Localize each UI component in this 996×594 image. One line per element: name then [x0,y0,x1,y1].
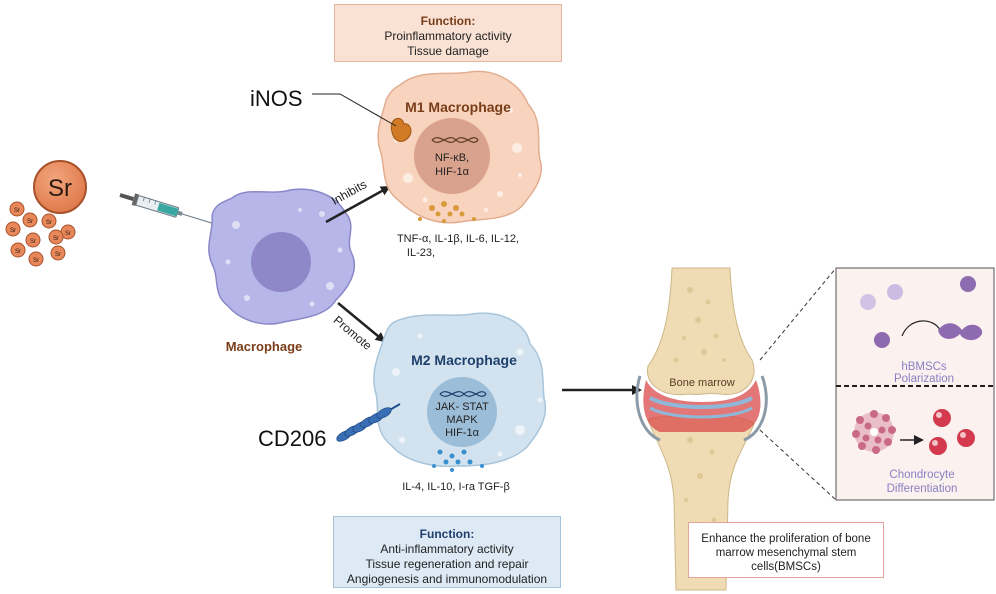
syringe-icon [119,193,214,225]
chondrocyte-cells-icon [929,409,975,455]
m1-nucleus [414,118,490,194]
hbmsc-cells-icon [860,276,983,348]
sr-small-label: Sr [46,220,52,226]
sr-small-label: Sr [27,219,33,225]
m2-function-line: Tissue regeneration and repair [365,557,529,571]
sr-large-label: Sr [48,175,72,202]
promote-label: Promote [331,313,375,353]
sr-small-label: Sr [14,208,20,214]
sr-large-ion [33,160,87,214]
dna-icon [431,137,479,143]
promote-arrow [337,302,386,343]
sr-small-label: Sr [30,239,36,245]
sr-small-ion [28,251,44,267]
m2-nucleus-line2: MAPK [446,414,478,426]
m1-function-box: Function: Proinflammatory activity Tissu… [334,4,562,62]
macrophage-cell [208,188,356,325]
m2-title: M2 Macrophage [411,352,517,368]
sr-small-ion [41,213,57,229]
sr-small-ion [22,212,38,228]
m2-nucleus [427,377,497,447]
inos-granule-icon [390,117,412,142]
sr-small-label: Sr [15,249,21,255]
sr-small-label: Sr [55,252,61,258]
inos-leader-line [312,93,397,127]
bmsc-caption-line: Enhance the proliferation of bone [701,533,871,545]
m1-nucleus-line2: HIF-1α [435,166,470,178]
hbmsc-label-line2: Polarization [894,373,954,385]
chondrocyte-cluster-icon [852,410,896,454]
m1-function-title: Function: [420,14,476,28]
sr-small-label: Sr [10,228,16,234]
sr-small-ion [50,245,66,261]
strontium-group: Sr Sr Sr Sr Sr Sr Sr Sr Sr Sr Sr [5,160,87,267]
bmsc-caption-box: Enhance the proliferation of bone marrow… [688,522,884,578]
chondrocyte-label-line1: Chondrocyte [889,469,954,481]
m1-secreted-cytokines [418,201,476,223]
hbmsc-label-line1: hBMSCs [901,361,947,373]
m2-function-box: Function: Anti-inflammatory activity Tis… [333,516,561,588]
m1-nucleus-line1: NF-κB, [435,152,469,164]
m2-function-title: Function: [419,527,475,541]
sr-small-label: Sr [33,258,39,264]
sr-small-ion [10,242,26,258]
sr-small-label: Sr [65,231,71,237]
sr-small-label: Sr [53,236,59,242]
zoom-line-top [759,267,837,361]
m2-nucleus-line1: JAK- STAT [435,401,489,413]
macrophage-nucleus [251,232,311,292]
sr-small-ion [5,221,21,237]
m2-cytokines: IL-4, IL-10, I-ra TGF-β [402,481,510,493]
knee-joint-illustration [635,267,768,591]
chondrocyte-label-line2: Differentiation [887,483,958,495]
inhibits-arrow [325,185,391,224]
bone-marrow-label: Bone marrow [669,377,734,389]
m1-macrophage-cell [377,70,543,224]
m2-secreted-cytokines [432,449,484,472]
m1-cytokines-line1: TNF-α, IL-1β, IL-6, IL-12, [397,233,519,245]
inhibits-label: Inhibits [329,177,369,208]
m2-macrophage-cell [373,312,547,472]
cd206-receptor-icon [336,403,401,442]
sr-small-ion [48,229,64,245]
inos-label: iNOS [250,86,303,111]
macrophage-label: Macrophage [226,339,303,354]
m2-nucleus-line3: HIF-1α [445,427,480,439]
m1-function-line: Tissue damage [407,44,489,58]
m1-title: M1 Macrophage [405,99,511,115]
m2-function-line: Anti-inflammatory activity [380,542,514,556]
m1-cytokines-line2: IL-23, [407,247,435,259]
bmsc-caption-line: cells(BMSCs) [751,561,821,573]
detail-panel: hBMSCs Polarization Chondrocyte Differen… [835,267,995,501]
dna-icon [439,391,487,397]
m1-function-line: Proinflammatory activity [384,29,512,43]
sr-small-ion [25,232,41,248]
bmsc-caption-line: marrow mesenchymal stem [715,547,857,559]
sr-small-ion [9,201,25,217]
cd206-label: CD206 [258,426,326,451]
sr-small-ions: Sr Sr Sr Sr Sr Sr Sr Sr Sr Sr [5,201,76,267]
zoom-line-bottom [759,429,837,501]
m2-function-line: Angiogenesis and immunomodulation [346,572,548,586]
